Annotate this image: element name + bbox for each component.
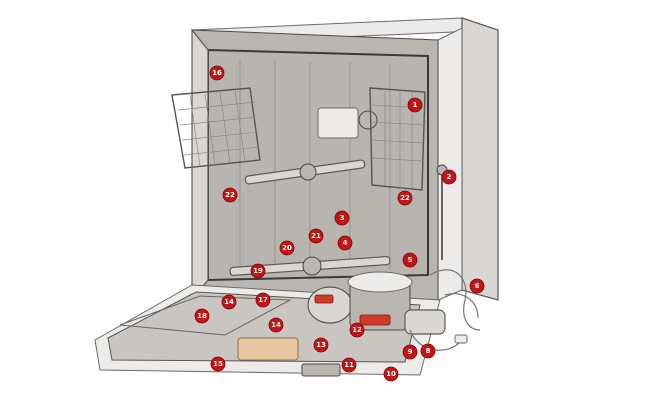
svg-text:17: 17 — [258, 296, 268, 304]
callout-2: 2 — [441, 169, 457, 185]
upper-spray-arm — [244, 107, 378, 185]
callout-17: 17 — [255, 292, 271, 308]
svg-text:16: 16 — [212, 69, 222, 77]
svg-text:8: 8 — [426, 347, 431, 355]
dishwasher-cabinet — [191, 17, 499, 302]
svg-text:13: 13 — [316, 341, 326, 349]
callout-10: 10 — [383, 366, 399, 382]
callout-12: 12 — [349, 322, 365, 338]
callout-9: 9 — [402, 344, 418, 360]
svg-text:22: 22 — [400, 194, 410, 202]
pump-motor-assembly — [307, 271, 446, 335]
svg-text:18: 18 — [197, 312, 207, 320]
callout-3: 3 — [334, 210, 350, 226]
upper-basket-left — [171, 87, 261, 169]
callout-6: 6 — [469, 278, 485, 294]
callout-1: 1 — [407, 97, 423, 113]
svg-text:19: 19 — [253, 267, 263, 275]
upper-basket-right — [369, 87, 426, 191]
detergent-dispenser — [237, 337, 299, 361]
callout-11: 11 — [341, 357, 357, 373]
callout-14-lower: 14 — [268, 317, 284, 333]
svg-text:4: 4 — [343, 239, 348, 247]
callout-8: 8 — [420, 343, 436, 359]
callout-20: 20 — [279, 240, 295, 256]
svg-text:3: 3 — [340, 214, 345, 222]
callout-16: 16 — [209, 65, 225, 81]
callout-19: 19 — [250, 263, 266, 279]
svg-text:12: 12 — [352, 326, 362, 334]
callout-5: 5 — [402, 252, 418, 268]
svg-text:2: 2 — [447, 173, 452, 181]
svg-text:5: 5 — [408, 256, 413, 264]
svg-text:9: 9 — [408, 348, 413, 356]
callout-22-left: 22 — [222, 187, 238, 203]
tub-interior — [207, 48, 429, 282]
svg-text:20: 20 — [282, 244, 292, 252]
callout-14-upper: 14 — [221, 294, 237, 310]
callout-21: 21 — [308, 228, 324, 244]
svg-text:6: 6 — [475, 282, 480, 290]
svg-text:21: 21 — [311, 232, 321, 240]
svg-text:14: 14 — [224, 298, 234, 306]
svg-text:1: 1 — [413, 101, 418, 109]
svg-text:22: 22 — [225, 191, 235, 199]
svg-text:14: 14 — [271, 321, 281, 329]
callout-4: 4 — [337, 235, 353, 251]
callout-22-right: 22 — [397, 190, 413, 206]
svg-text:10: 10 — [386, 370, 396, 378]
drain-and-inlet-hoses — [409, 269, 481, 351]
svg-text:11: 11 — [344, 361, 354, 369]
svg-text:15: 15 — [213, 360, 223, 368]
callout-18: 18 — [194, 308, 210, 324]
callout-13: 13 — [313, 337, 329, 353]
callout-15: 15 — [210, 356, 226, 372]
door-handle — [301, 363, 341, 377]
lower-spray-arm — [229, 256, 391, 276]
